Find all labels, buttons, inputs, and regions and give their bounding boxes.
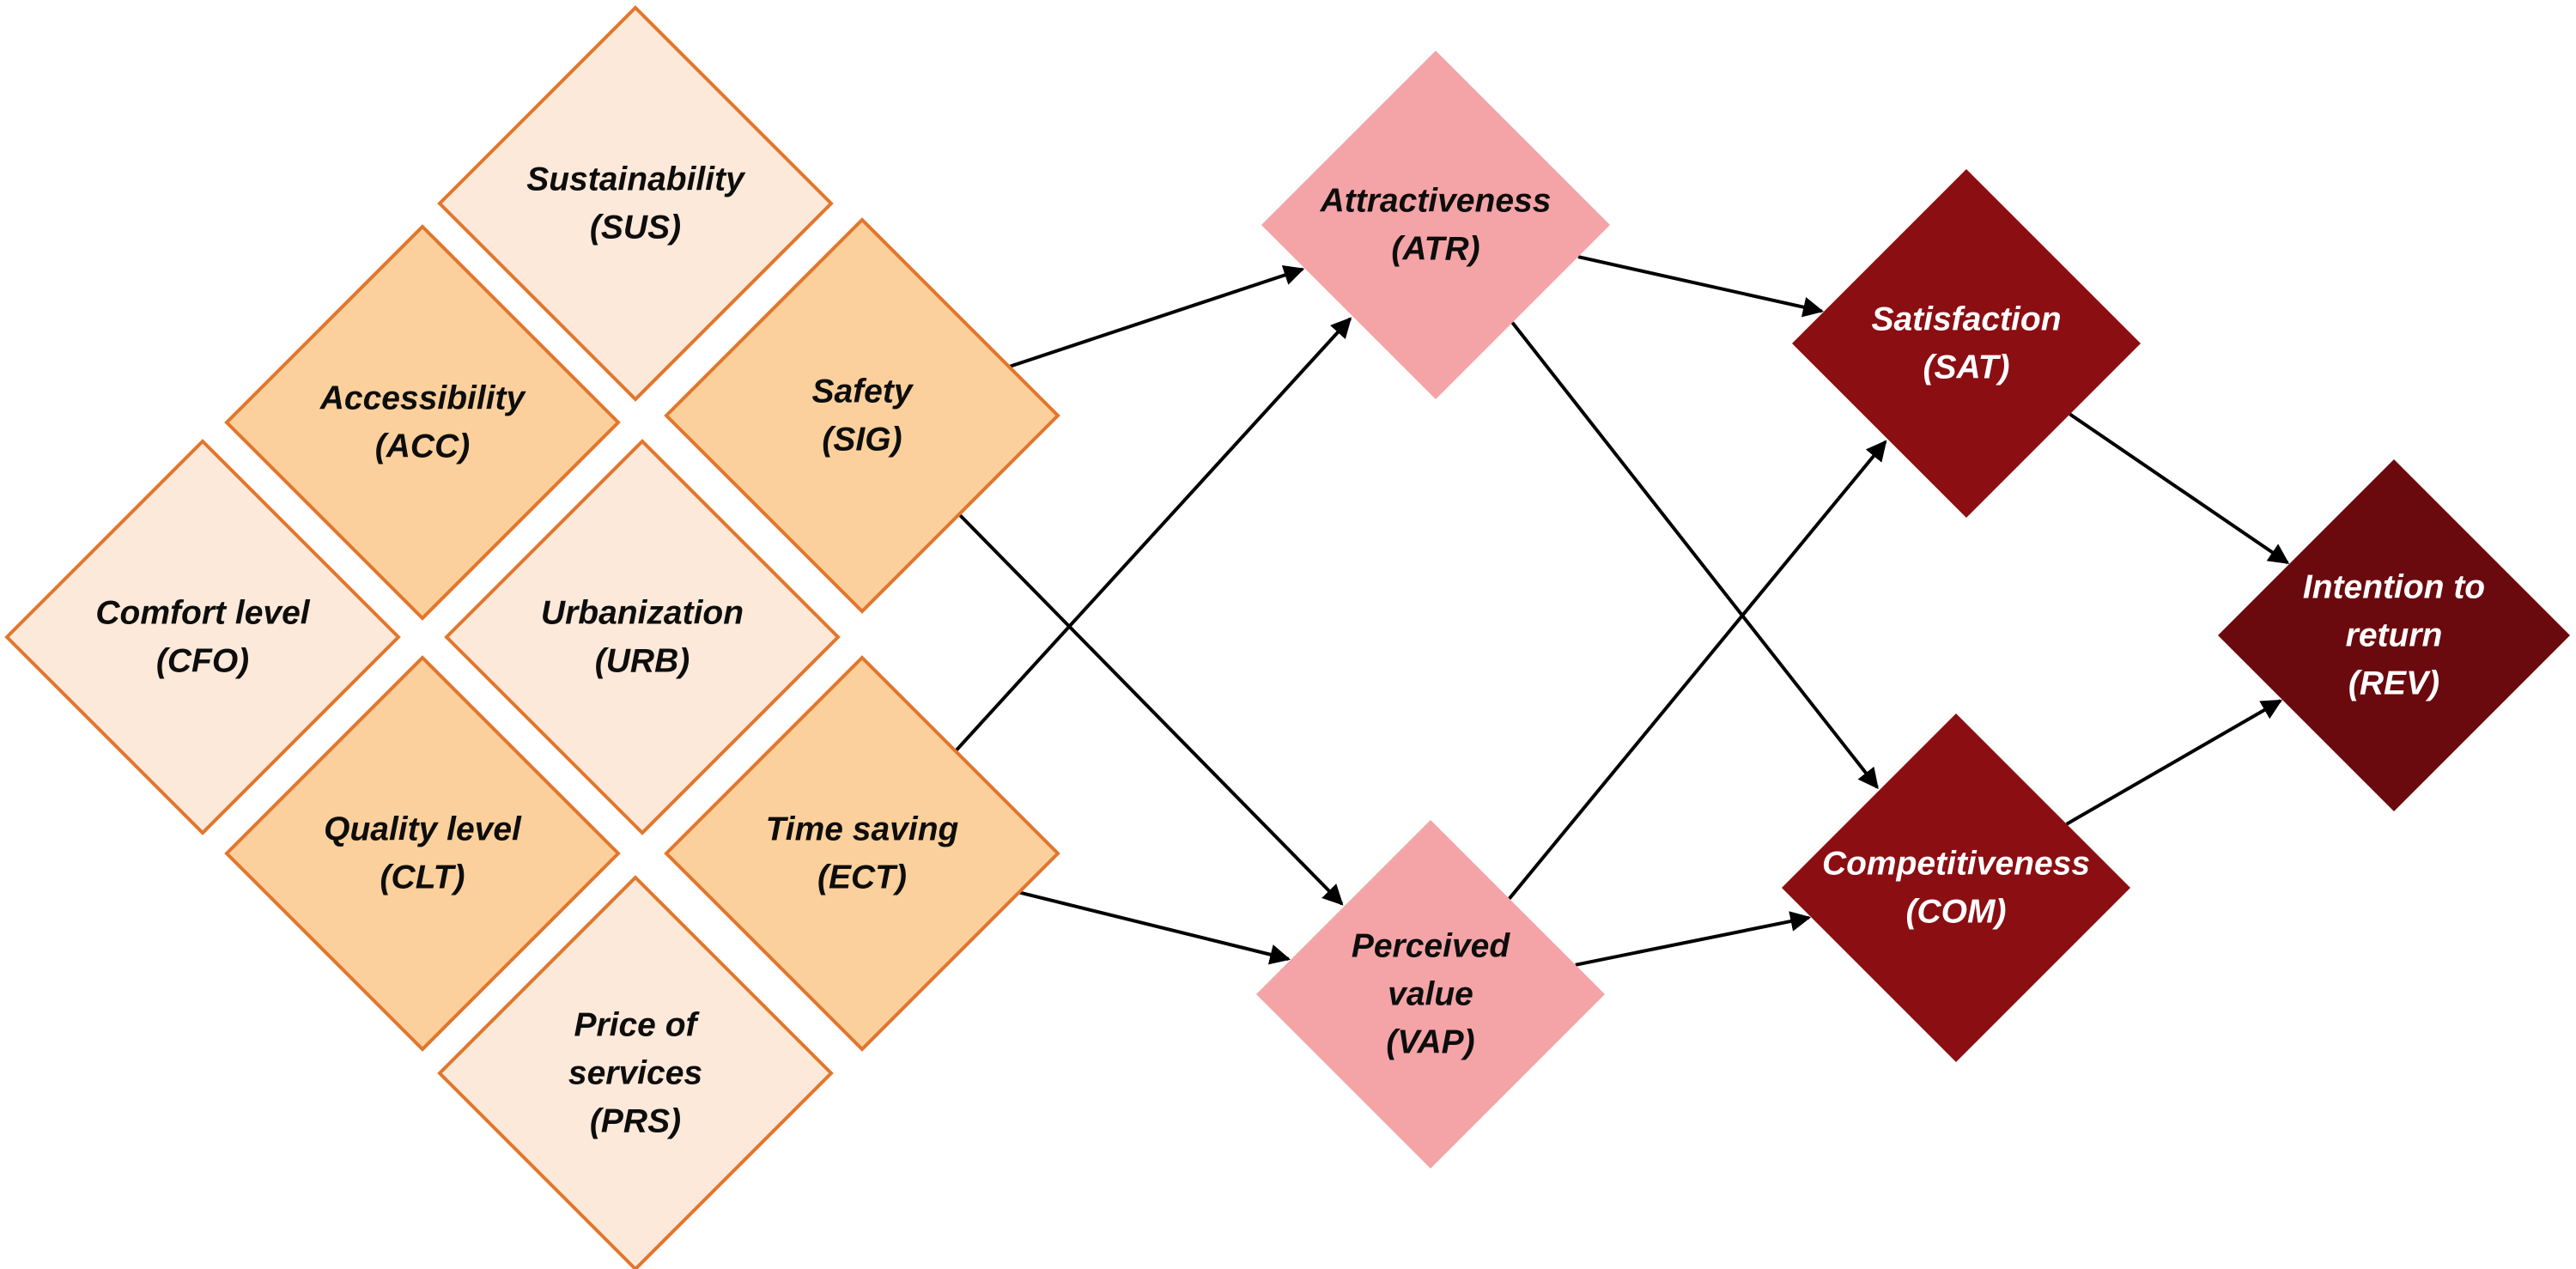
node-cfo-shape	[4, 439, 401, 835]
node-com-label-line: Competitiveness	[1822, 846, 2090, 883]
node-ect-label-line: (ECT)	[817, 859, 907, 896]
arrow-vap-to-sat	[1508, 440, 1887, 900]
node-sig-shape	[664, 217, 1060, 614]
node-atr-shape	[1261, 51, 1610, 399]
node-com-shape	[1782, 713, 2130, 1062]
node-cfo: Comfort level (CFO)	[4, 439, 401, 835]
node-atr-label-line: (ATR)	[1391, 231, 1479, 268]
node-ect-shape	[664, 655, 1060, 1052]
connector-layer	[954, 255, 2290, 967]
node-rev-label-line: return	[2346, 617, 2443, 654]
node-clt-label-line: (CLT)	[380, 859, 465, 896]
node-vap-label-line: (VAP)	[1386, 1024, 1474, 1061]
arrow-com-to-rev	[2065, 699, 2282, 826]
arrow-sig-to-vap	[957, 513, 1344, 906]
node-sig-label-line: Safety	[811, 373, 914, 410]
node-rev-label-line: Intention to	[2303, 569, 2485, 606]
node-com-label-line: (COM)	[1906, 894, 2007, 931]
node-vap-label-line: value	[1388, 976, 1473, 1013]
arrow-sat-to-rev	[2069, 412, 2290, 565]
arrow-vap-to-com	[1575, 911, 1812, 967]
node-ect: Time saving (ECT)	[664, 655, 1060, 1052]
node-sat-label-line: Satisfaction	[1871, 301, 2061, 338]
node-prs-label-line: services	[568, 1055, 702, 1092]
arrow-atr-to-com	[1510, 321, 1879, 790]
arrow-sig-to-atr	[1008, 264, 1305, 368]
node-clt-shape	[224, 655, 621, 1052]
node-vap-label-line: Perceived	[1352, 928, 1510, 965]
node-prs-label-line: (PRS)	[590, 1103, 681, 1140]
node-com: Competitiveness (COM)	[1782, 713, 2130, 1062]
node-sus-label-line: Sustainability	[526, 161, 746, 198]
node-urb-label-line: (URB)	[595, 643, 690, 680]
node-sig: Safety (SIG)	[664, 217, 1060, 614]
node-sat-shape	[1792, 169, 2141, 518]
node-prs-label-line: Price of	[574, 1007, 700, 1044]
node-atr-label-line: Attractiveness	[1320, 183, 1552, 220]
node-sig-label-line: (SIG)	[822, 422, 902, 458]
node-urb: Urbanization (URB)	[444, 439, 841, 835]
node-sat: Satisfaction (SAT)	[1792, 169, 2141, 518]
node-prs: Price of services (PRS)	[437, 875, 834, 1269]
arrow-ect-to-vap	[1018, 890, 1291, 965]
node-acc-shape	[224, 224, 621, 621]
node-urb-shape	[444, 439, 841, 835]
node-acc-label-line: Accessibility	[319, 380, 527, 417]
node-atr: Attractiveness (ATR)	[1261, 51, 1610, 399]
node-acc-label-line: (ACC)	[375, 428, 470, 465]
node-sat-label-line: (SAT)	[1923, 349, 2009, 386]
node-vap-shape	[1256, 820, 1605, 1169]
node-urb-label-line: Urbanization	[541, 595, 744, 632]
node-sus-label-line: (SUS)	[590, 209, 681, 246]
arrow-ect-to-atr	[954, 317, 1352, 753]
node-sus-shape	[437, 5, 834, 402]
node-cfo-label-line: (CFO)	[156, 643, 249, 680]
arrow-atr-to-sat	[1577, 255, 1824, 318]
node-rev-label-line: (REV)	[2348, 665, 2439, 702]
node-acc: Accessibility (ACC)	[224, 224, 621, 621]
node-rev-shape	[2218, 459, 2570, 811]
node-clt: Quality level (CLT)	[224, 655, 621, 1052]
node-rev: Intention to return (REV)	[2218, 459, 2570, 811]
node-vap: Perceived value (VAP)	[1256, 820, 1605, 1169]
node-clt-label-line: Quality level	[324, 811, 522, 848]
node-ect-label-line: Time saving	[766, 811, 959, 848]
node-sus: Sustainability (SUS)	[437, 5, 834, 402]
node-layer: Sustainability (SUS) Accessibility (ACC) Saf…	[4, 5, 2570, 1269]
node-cfo-label-line: Comfort level	[95, 595, 310, 632]
node-prs-shape	[437, 875, 834, 1269]
